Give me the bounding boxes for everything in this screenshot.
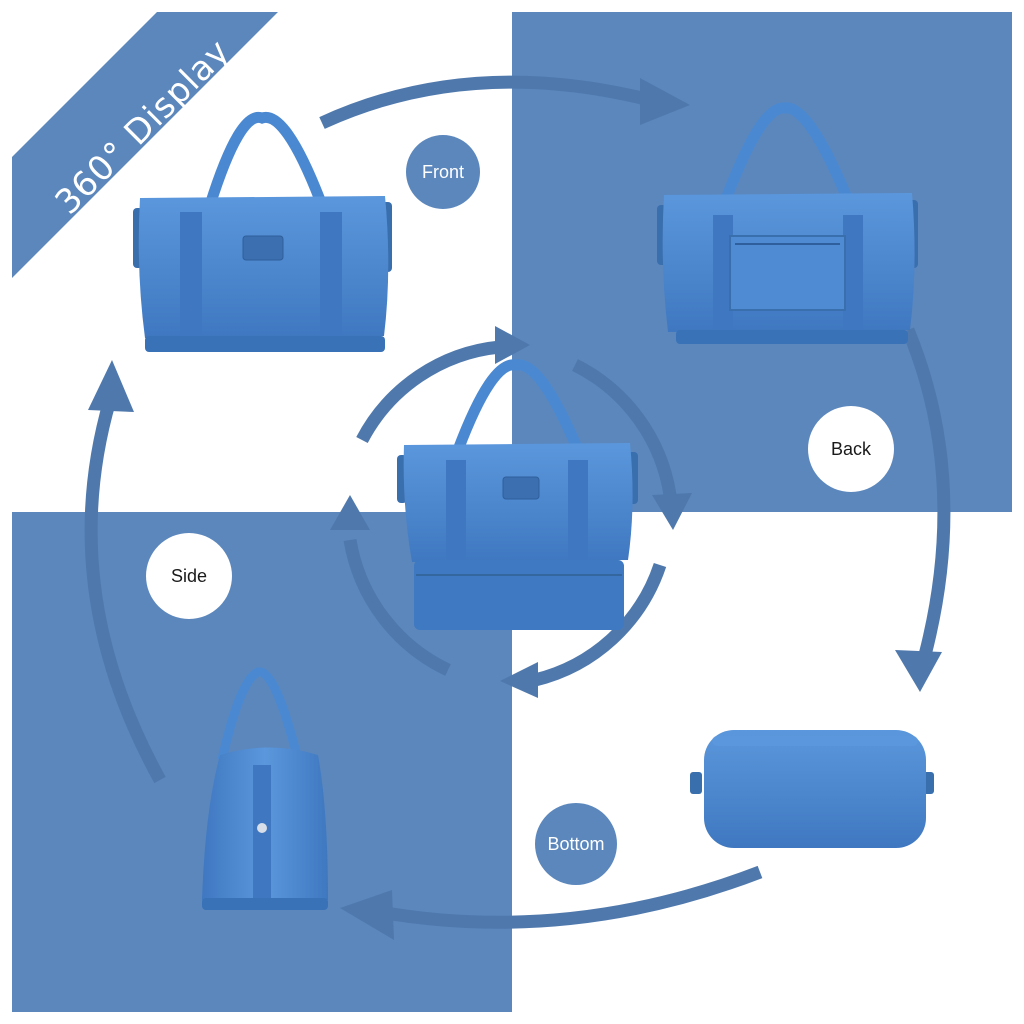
label-side: Side — [146, 533, 232, 619]
outer-cycle-arrows — [84, 75, 951, 940]
arrow-head-bottom-to-side — [340, 890, 394, 940]
label-bottom: Bottom — [535, 803, 617, 885]
bag-front-view — [133, 111, 392, 352]
bag-bottom-view — [690, 730, 934, 848]
display-banner: 360° Display — [12, 12, 278, 278]
label-side-text: Side — [170, 565, 208, 586]
label-front-text: Front — [421, 161, 464, 182]
label-bottom-text: Bottom — [547, 833, 605, 854]
label-front: Front — [406, 135, 480, 209]
arrow-side-to-front — [84, 398, 166, 784]
label-back-text: Back — [830, 438, 872, 459]
arrow-back-to-bottom — [901, 327, 951, 657]
bag-center-view — [397, 359, 638, 630]
label-back: Back — [808, 406, 894, 492]
arrow-head-back-to-bottom — [895, 650, 942, 692]
arrow-head-side-to-front — [88, 360, 134, 412]
banner-ribbon — [12, 12, 278, 278]
bag-side-view — [202, 667, 328, 910]
circular-arrows-icon — [330, 326, 692, 698]
arrow-front-to-back — [319, 75, 652, 129]
arrow-head-front-to-back — [640, 78, 690, 125]
bag-back-view — [657, 102, 918, 344]
arrow-bottom-to-side — [378, 865, 763, 929]
